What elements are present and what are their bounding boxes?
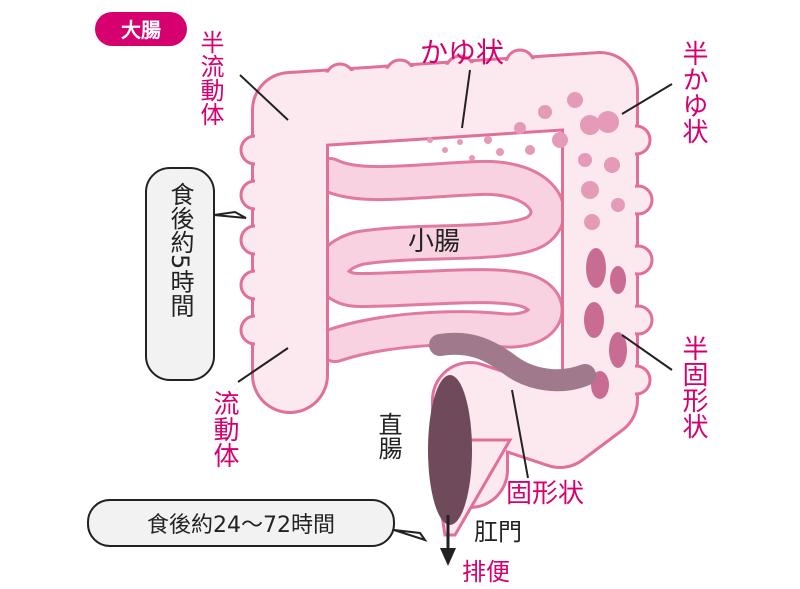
- label-time-24-72h: 食後約24〜72時間: [147, 513, 335, 538]
- label-defecation: 排便: [462, 558, 510, 586]
- small-intestine: [312, 157, 566, 363]
- label-small-intestine: 小腸: [408, 227, 460, 257]
- label-solid: 固形状: [506, 479, 584, 509]
- label-anus: 肛門: [474, 518, 522, 546]
- label-fluid: 流動体: [209, 390, 239, 468]
- label-rectum: 直腸: [374, 412, 402, 460]
- semi-solid-contents: [584, 248, 627, 399]
- callout-5h: [145, 167, 247, 381]
- label-mushy: かゆ状: [420, 36, 504, 69]
- solid-contents: [428, 332, 596, 525]
- label-semi-fluid: 半流動体: [196, 30, 224, 126]
- label-semi-mushy: 半かゆ状: [678, 40, 708, 144]
- colon: [239, 48, 654, 537]
- callout-24-72h: [87, 499, 428, 547]
- badge-text: 大腸: [121, 18, 161, 42]
- large-intestine-badge: 大腸: [95, 12, 187, 46]
- defecation-arrow: [440, 515, 456, 566]
- label-semi-solid: 半固形状: [678, 335, 708, 439]
- label-time-5h: 食後約5時間: [166, 182, 194, 317]
- leader-lines: [237, 69, 673, 479]
- mushy-contents: [427, 92, 625, 230]
